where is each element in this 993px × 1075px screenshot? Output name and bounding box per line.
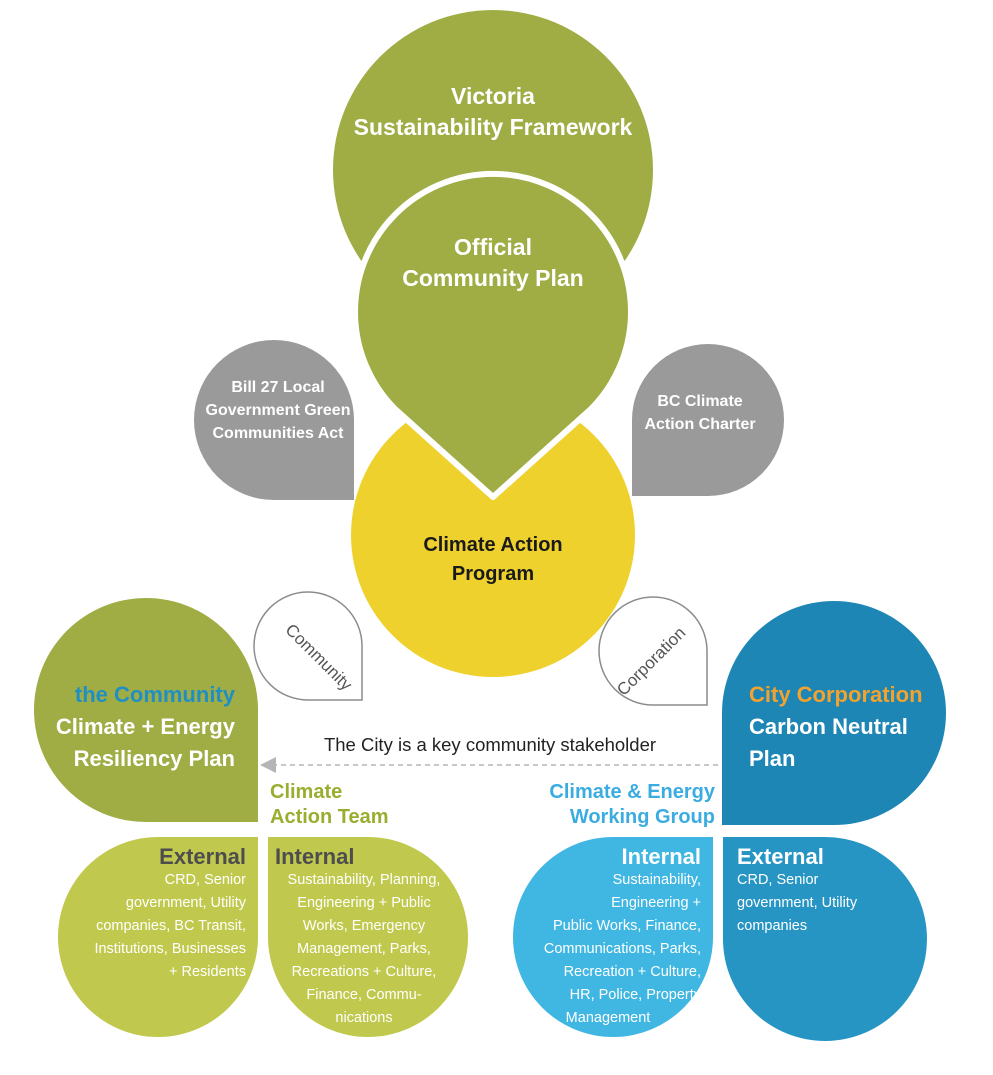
climate-action-team-label: Climate Action Team: [270, 781, 389, 828]
corporation-tag-shape: [598, 596, 708, 706]
bill27-label: Bill 27 Local Government Green Communiti…: [205, 379, 351, 442]
climate-action-program-title: Climate Action Program: [423, 534, 563, 585]
corporate-internal-petal: [513, 837, 713, 1037]
charter-badge: [632, 344, 784, 496]
community-external-text: External CRD, Senior government, Utility…: [94, 844, 246, 981]
corporate-internal-text: Internal Sustainability, Engineering + P…: [543, 844, 701, 1027]
charter-label: BC Climate Action Charter: [644, 393, 756, 433]
corporate-external-petal: [723, 836, 927, 1041]
ocp-teardrop: [352, 170, 634, 500]
community-internal-petal: [268, 837, 468, 1037]
corporate-external-text: External CRD, Senior government, Utility…: [737, 844, 858, 935]
ocp-title: Official Community Plan: [402, 234, 584, 291]
community-plan-title: the Community Climate + Energy Resilienc…: [55, 682, 235, 771]
framework-title: Victoria Sustainability Framework: [353, 83, 633, 140]
community-plan-petal: [34, 598, 258, 822]
stakeholder-note: The City is a key community stakeholder: [323, 734, 657, 755]
community-internal-text: Internal Sustainability, Planning, Engin…: [275, 844, 441, 1027]
bill27-badge: [194, 340, 354, 500]
climate-action-program-circle: [351, 393, 635, 677]
working-group-label: Climate & Energy Working Group: [549, 781, 715, 828]
corporate-plan-title: City Corporation Carbon Neutral Plan: [749, 682, 923, 771]
community-tag-shape: [253, 591, 363, 701]
community-external-petal: [58, 837, 258, 1037]
corporate-plan-petal: [722, 601, 946, 825]
